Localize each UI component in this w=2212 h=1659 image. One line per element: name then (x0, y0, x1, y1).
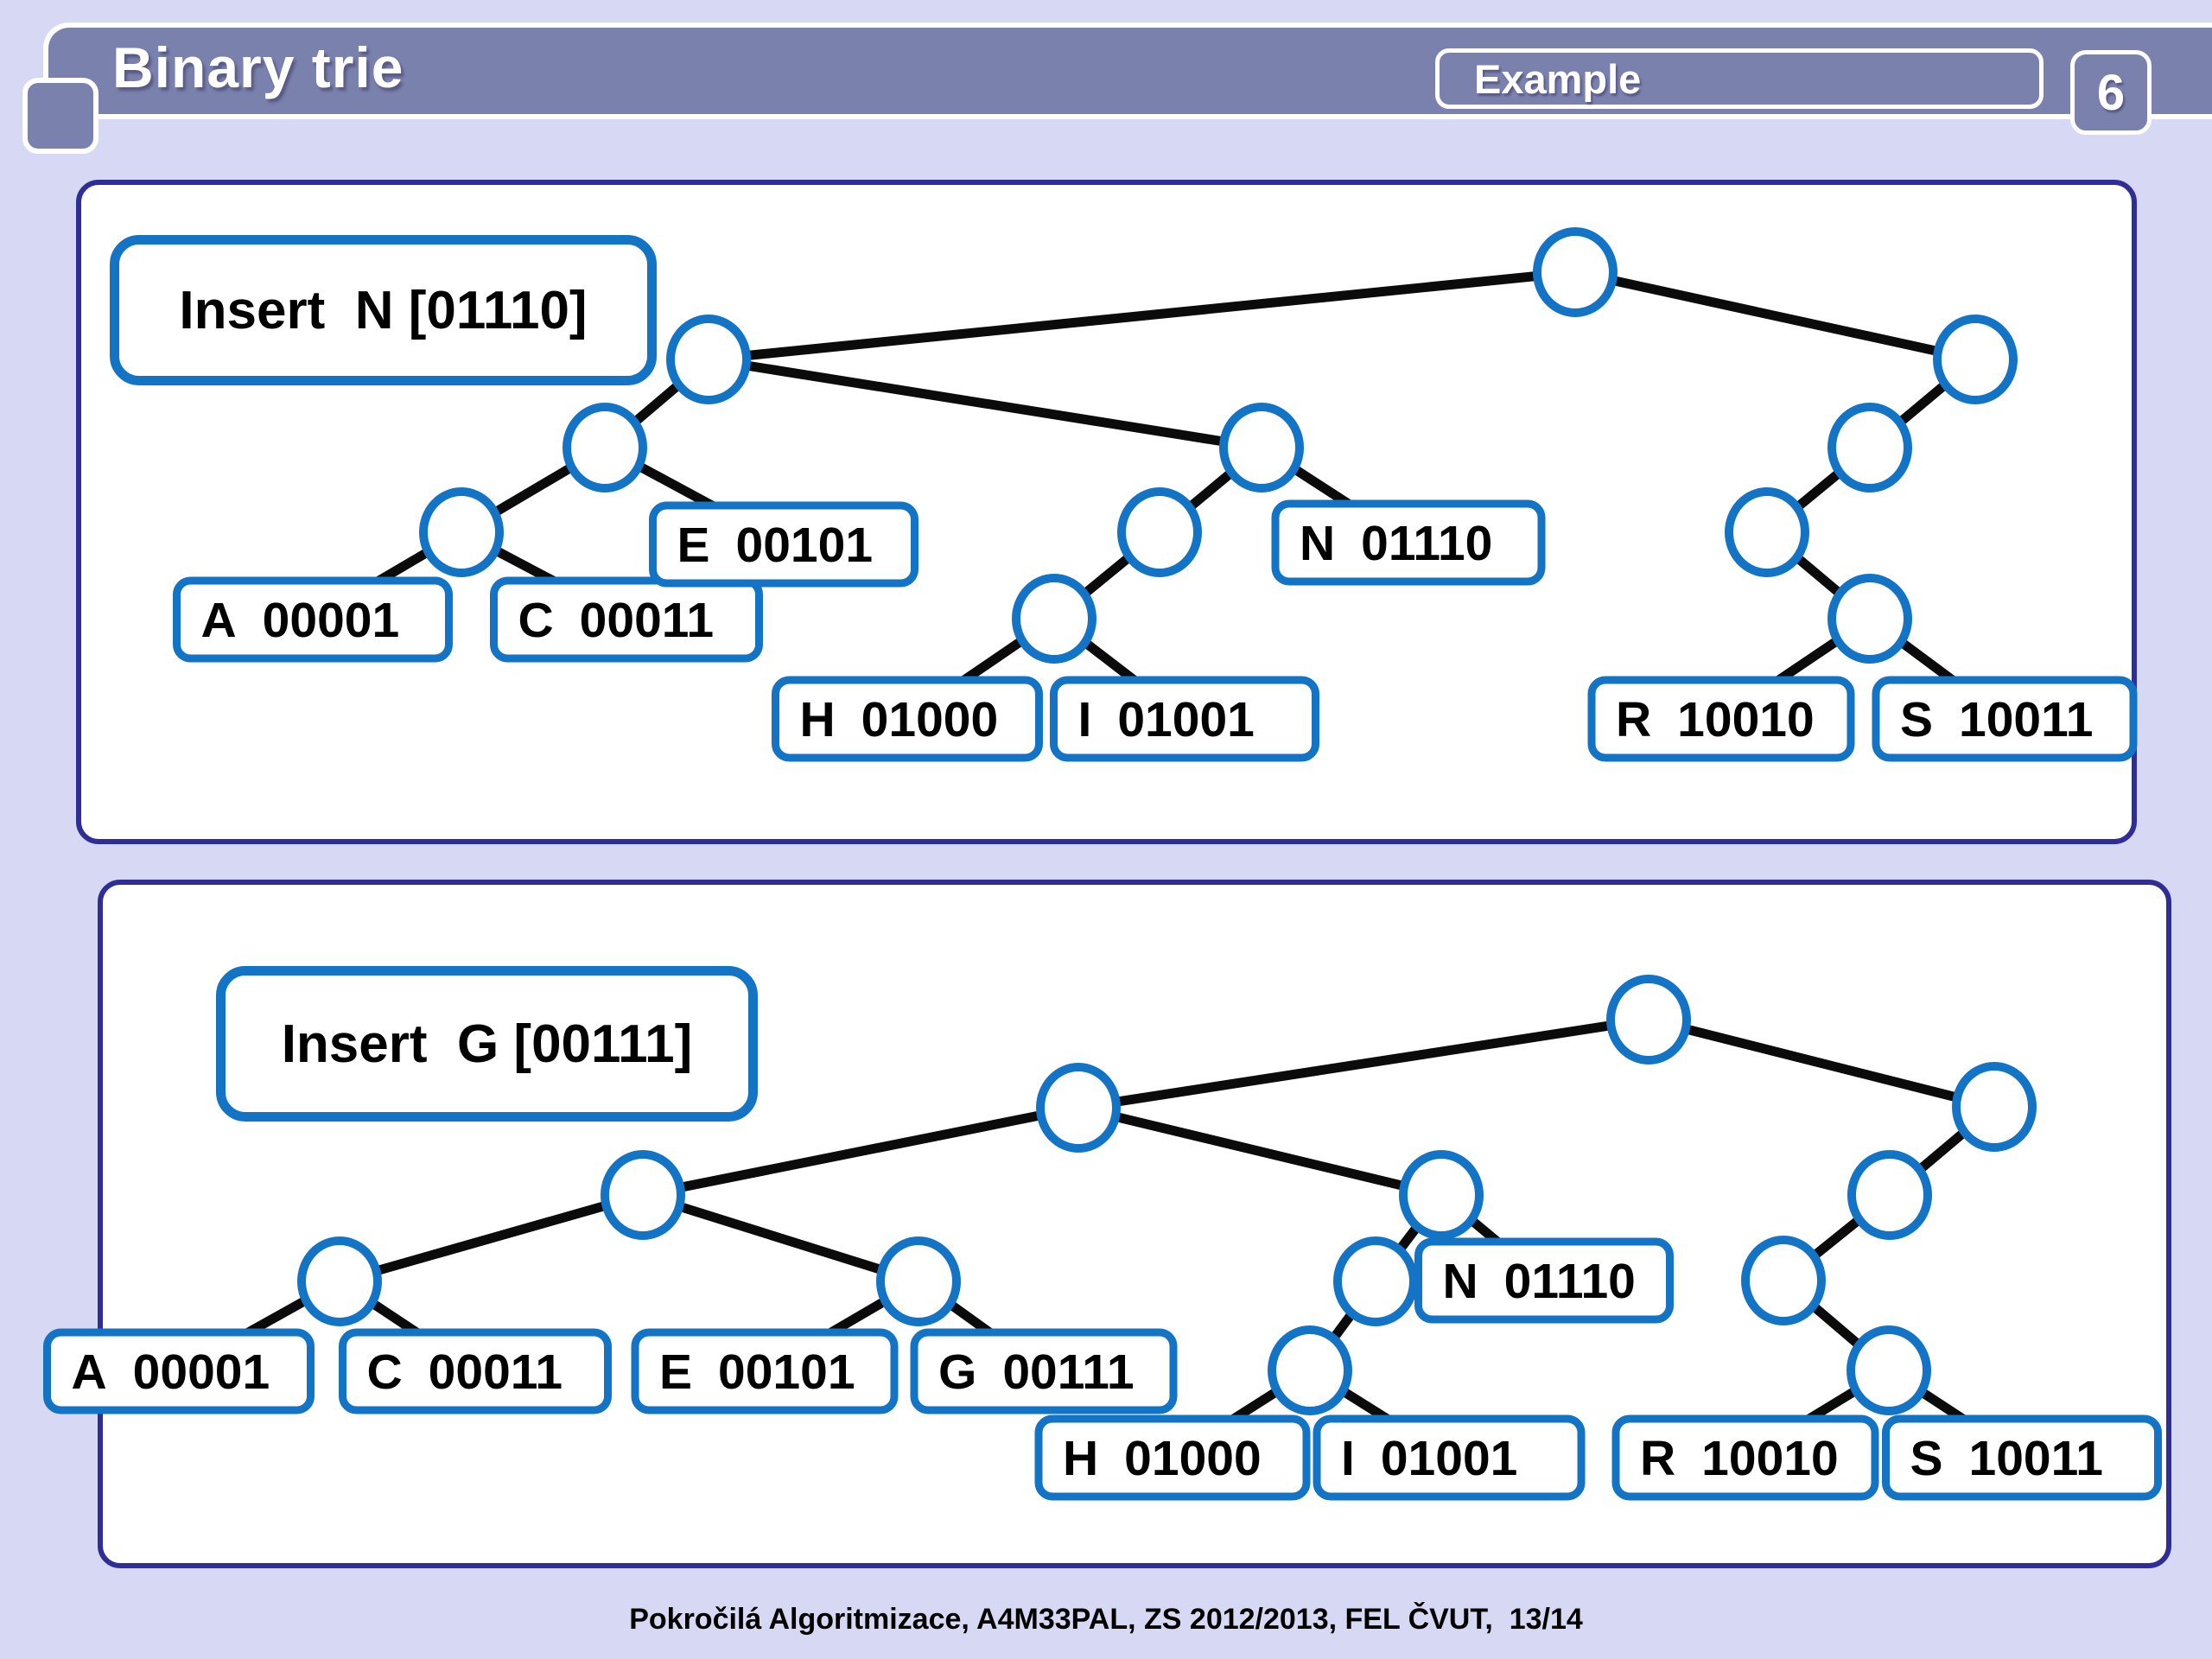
example-badge-label: Example (1474, 55, 1642, 102)
page-title: Binary trie (112, 35, 404, 99)
corner-tab (22, 78, 99, 154)
insert-n-label: Insert N [01110] (179, 280, 588, 340)
insert-g-label: Insert G [00111] (281, 1014, 693, 1074)
insert-g-label-box: Insert G [00111] (216, 966, 758, 1122)
page-number-tab: 6 (2070, 50, 2152, 135)
footer-text: Pokročilá Algoritmizace, A4M33PAL, ZS 20… (629, 1603, 1583, 1636)
example-badge: Example (1435, 48, 2044, 109)
insert-n-label-box: Insert N [01110] (110, 235, 657, 385)
page-number: 6 (2096, 64, 2126, 121)
